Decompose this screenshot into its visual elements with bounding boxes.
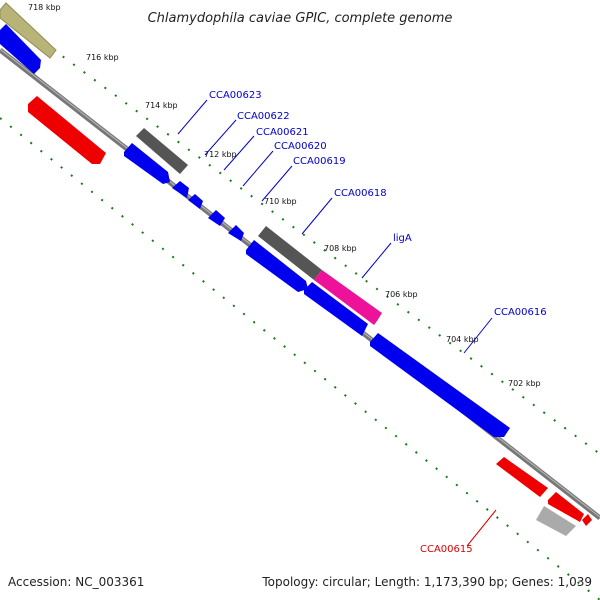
tick-label: 704 kbp: [446, 335, 479, 344]
leader-line: [261, 165, 293, 202]
gene-label-cca00620[interactable]: CCA00620: [274, 141, 327, 152]
feature-red-cca00615[interactable]: [496, 457, 548, 497]
feature-blue-cca00622[interactable]: [172, 181, 189, 198]
feature-pink-liga[interactable]: [314, 270, 382, 325]
feature-blue-4[interactable]: [304, 282, 368, 336]
grid-lines: [0, 9, 600, 600]
feature-red-3[interactable]: [582, 514, 592, 526]
leader-line: [463, 317, 493, 354]
gene-label-cca00618[interactable]: CCA00618: [334, 188, 387, 199]
feature-olive[interactable]: [0, 2, 57, 59]
tick-label: 708 kbp: [324, 244, 357, 253]
summary-text: Topology: circular; Length: 1,173,390 bp…: [261, 575, 592, 589]
accession-text: Accession: NC_003361: [8, 575, 144, 589]
leader-line: [204, 119, 237, 156]
feature-blue-3[interactable]: [246, 240, 308, 292]
feature-red-1[interactable]: [28, 96, 106, 164]
feature-blue-cca00621[interactable]: [188, 194, 203, 209]
label-leaders: [177, 99, 497, 547]
feature-blue-cca00620[interactable]: [208, 210, 225, 226]
tick-label: 712 kbp: [204, 150, 237, 159]
leader-line: [301, 197, 333, 235]
tick-label: 718 kbp: [28, 3, 61, 12]
gene-label-cca00615[interactable]: CCA00615: [420, 544, 473, 555]
gene-label-cca00621[interactable]: CCA00621: [256, 127, 309, 138]
leader-line: [242, 150, 274, 187]
feature-red-2[interactable]: [548, 492, 584, 522]
gene-label-cca00619[interactable]: CCA00619: [293, 156, 346, 167]
feature-blue-cca00616[interactable]: [370, 333, 510, 437]
map-title: Chlamydophila caviae GPIC, complete geno…: [148, 11, 453, 26]
feature-gray-cca00623[interactable]: [136, 128, 188, 174]
gene-label-liga[interactable]: ligA: [393, 233, 412, 244]
feature-blue-cca00619[interactable]: [228, 225, 244, 241]
tick-label: 706 kbp: [385, 290, 418, 299]
feature-blue-2[interactable]: [124, 143, 170, 184]
gene-label-cca00622[interactable]: CCA00622: [237, 111, 290, 122]
feature-lightgray[interactable]: [536, 506, 576, 536]
grid-line-inner: [0, 117, 600, 600]
feature-gray-cca00618[interactable]: [258, 226, 322, 280]
leader-line: [223, 135, 255, 171]
tick-label: 716 kbp: [86, 53, 119, 62]
gene-label-cca00616[interactable]: CCA00616: [494, 307, 547, 318]
leader-line: [361, 242, 392, 279]
tick-label: 714 kbp: [145, 101, 178, 110]
gene-label-cca00623[interactable]: CCA00623: [209, 90, 262, 101]
feature-blue-1[interactable]: [0, 24, 41, 74]
tick-label: 702 kbp: [508, 379, 541, 388]
tick-label: 710 kbp: [264, 197, 297, 206]
leader-line: [177, 99, 208, 135]
gene-labels: CCA00623 CCA00622 CCA00621 CCA00620 CCA0…: [209, 90, 547, 555]
leader-line-red: [466, 509, 497, 547]
features: [0, 2, 592, 536]
tick-labels: 718 kbp 716 kbp 714 kbp 712 kbp 710 kbp …: [28, 3, 541, 388]
